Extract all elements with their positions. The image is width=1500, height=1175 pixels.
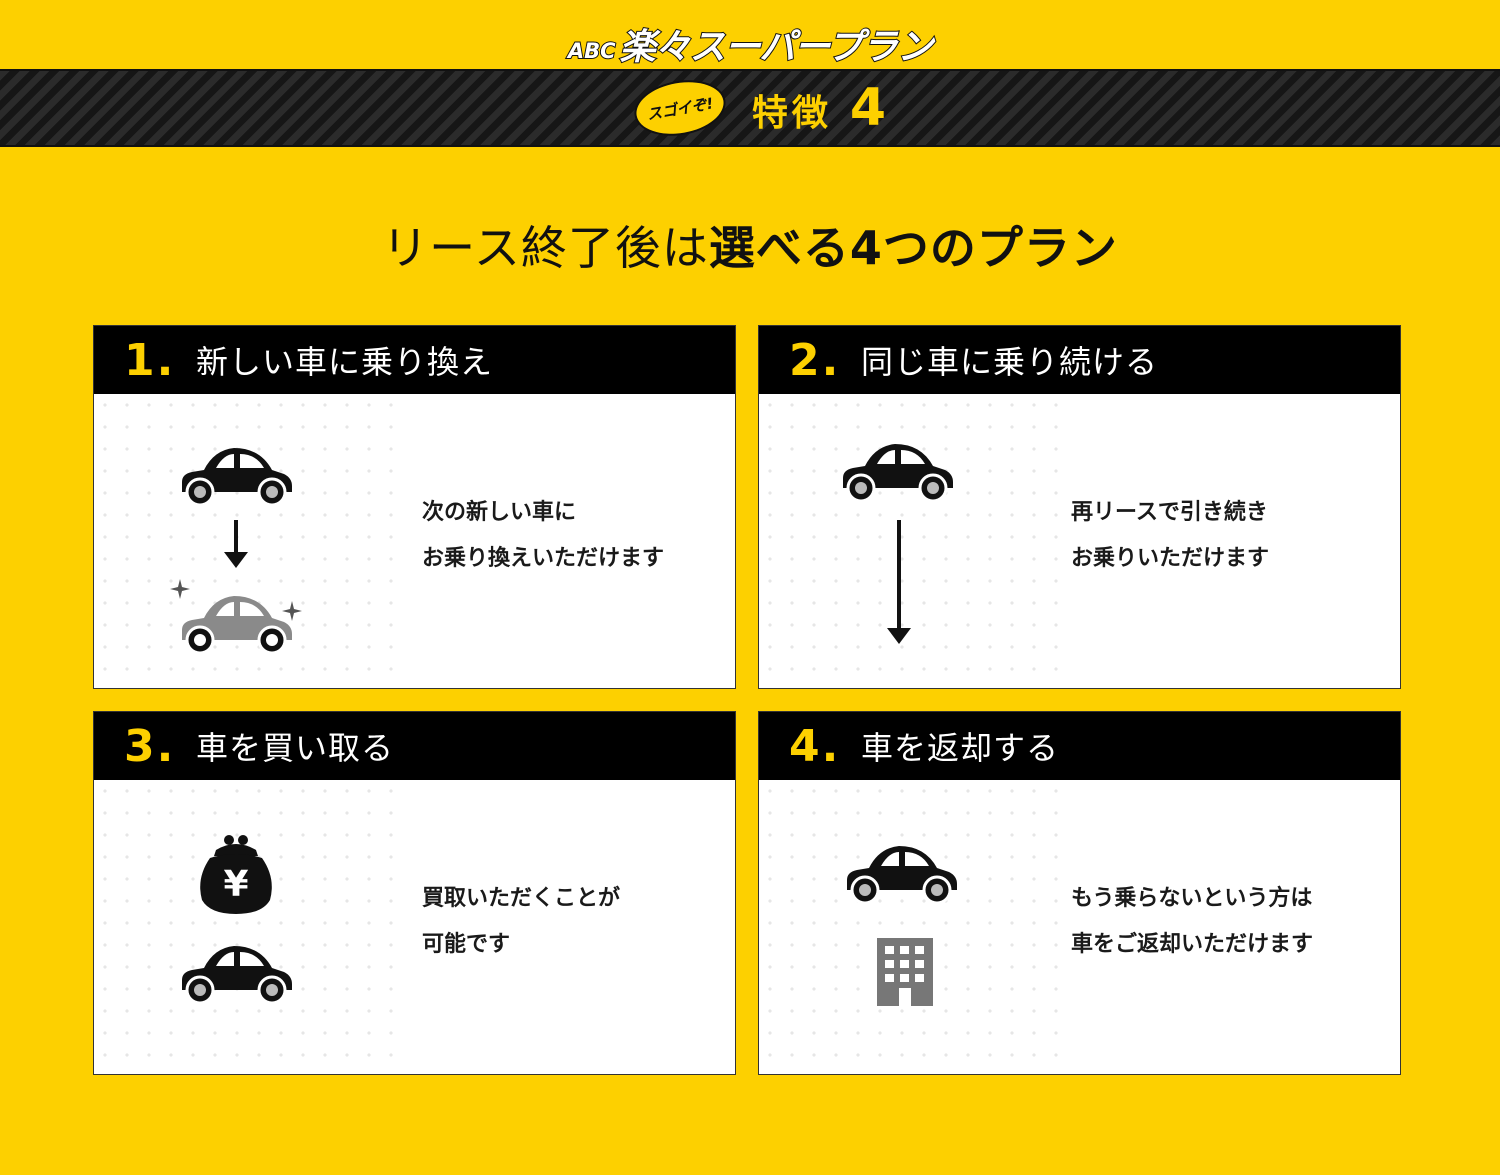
plan-desc-line2: お乗りいただけます xyxy=(1071,546,1270,571)
logo-name: 楽々スーパープラン xyxy=(619,27,934,69)
feature-label: 特徴 xyxy=(751,93,832,134)
plan-card-body: もう乗らないという方は 車をご返却いただけます xyxy=(759,780,1400,1074)
car-icon xyxy=(847,846,957,904)
plan-desc-line2: お乗り換えいただけます xyxy=(422,546,665,571)
plan-desc-line1: 再リースで引き続き xyxy=(1071,500,1268,525)
feature-number: 4 xyxy=(849,78,887,138)
plan-card-body: 再リースで引き続き お乗りいただけます xyxy=(759,394,1400,688)
plan-title: 新しい車に乗り換え xyxy=(196,343,494,381)
arrow-down-icon xyxy=(224,520,248,568)
plan-description: 買取いただくことが 可能です xyxy=(422,876,620,968)
plan-description: 再リースで引き続き お乗りいただけます xyxy=(1071,490,1269,582)
plan-title: 同じ車に乗り続ける xyxy=(861,343,1159,381)
svg-text:¥: ¥ xyxy=(223,864,248,905)
plan-card-header: 1. 新しい車に乗り換え xyxy=(94,326,735,394)
plan-desc-line1: 次の新しい車に xyxy=(422,500,577,525)
feature-band: スゴイぞ! 特徴 4 xyxy=(0,69,1500,147)
plan-card-body: 次の新しい車に お乗り換えいただけます xyxy=(94,394,735,688)
new-car-icon xyxy=(170,579,302,655)
plan-number: 1. xyxy=(124,334,176,386)
car-icon xyxy=(182,448,292,506)
plan-title: 車を買い取る xyxy=(196,729,395,767)
plan-description: 次の新しい車に お乗り換えいただけます xyxy=(422,490,664,582)
plan-card-3: 3. 車を買い取る ¥ 買取いただくことが 可能です xyxy=(93,711,736,1075)
plan-card-header: 3. 車を買い取る xyxy=(94,712,735,780)
headline-part1: リース終了後は xyxy=(382,221,709,275)
car-icon xyxy=(182,946,292,1004)
dot-pattern xyxy=(759,394,1059,688)
plan-number: 4. xyxy=(789,720,841,772)
plan-card-header: 2. 同じ車に乗り続ける xyxy=(759,326,1400,394)
plan-desc-line2: 車をご返却いただけます xyxy=(1071,932,1314,957)
plan-card-body: ¥ 買取いただくことが 可能です xyxy=(94,780,735,1074)
plan-card-1: 1. 新しい車に乗り換え 次の新しい xyxy=(93,325,736,689)
logo: ABC 楽々スーパープラン xyxy=(0,18,1500,69)
plan-desc-line2: 可能です xyxy=(422,932,511,957)
headline: リース終了後は選べる4つのプラン xyxy=(0,212,1500,278)
building-icon xyxy=(877,938,933,1006)
plan-desc-line1: 買取いただくことが xyxy=(422,886,621,911)
car-icon xyxy=(843,444,953,502)
feature-badge: スゴイぞ! xyxy=(629,73,730,143)
plan-card-header: 4. 車を返却する xyxy=(759,712,1400,780)
plan-desc-line1: もう乗らないという方は xyxy=(1071,886,1313,911)
yen-purse-icon: ¥ xyxy=(200,835,272,914)
plan-card-2: 2. 同じ車に乗り続ける 再リースで引き続き お乗りいただけます xyxy=(758,325,1401,689)
plan-card-4: 4. 車を返却する もう乗らないという方は xyxy=(758,711,1401,1075)
plan-description: もう乗らないという方は 車をご返却いただけます xyxy=(1071,876,1313,968)
headline-bold: 選べる4つのプラン xyxy=(708,221,1118,275)
dot-pattern xyxy=(759,780,1059,1074)
plan-number: 3. xyxy=(124,720,176,772)
plan-number: 2. xyxy=(789,334,841,386)
feature-title: 特徴 4 xyxy=(752,78,886,138)
logo-brand: ABC xyxy=(567,38,617,64)
sparkle-icon xyxy=(170,579,190,599)
plan-title: 車を返却する xyxy=(861,729,1060,767)
long-arrow-down-icon xyxy=(887,520,911,644)
dot-pattern xyxy=(94,780,394,1074)
